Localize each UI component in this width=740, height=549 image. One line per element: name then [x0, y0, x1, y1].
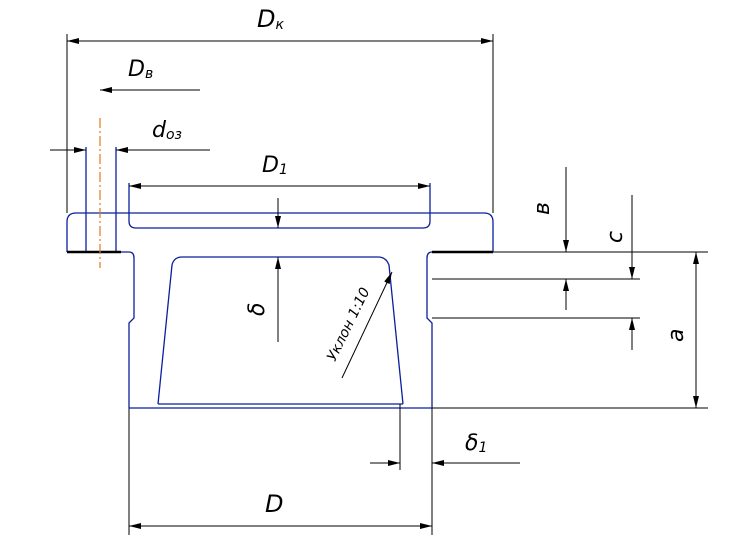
- flange-recess: [128, 183, 431, 229]
- a-label: a: [664, 329, 689, 342]
- slope-label: Уклон 1:10: [324, 285, 373, 364]
- dv-label: Dв: [128, 57, 153, 82]
- delta-label: δ: [245, 303, 270, 316]
- doz-label: dоз: [152, 118, 182, 143]
- delta1-label: δ1: [465, 431, 487, 456]
- dimensions: [50, 34, 708, 535]
- flange-outline: [66, 212, 494, 252]
- labels: Dк Dв dоз D1 в c δ Уклон 1:10 a δ1 D: [128, 5, 689, 518]
- body-outer-left: [121, 251, 135, 408]
- v-label: в: [530, 202, 555, 215]
- dk-label: Dк: [257, 5, 284, 33]
- d1-label: D1: [262, 153, 288, 178]
- d-label: D: [265, 490, 283, 518]
- body-outer-right: [426, 251, 493, 408]
- c-label: c: [603, 231, 628, 243]
- slope-leader: [341, 271, 393, 379]
- cavity-outline: [157, 256, 404, 405]
